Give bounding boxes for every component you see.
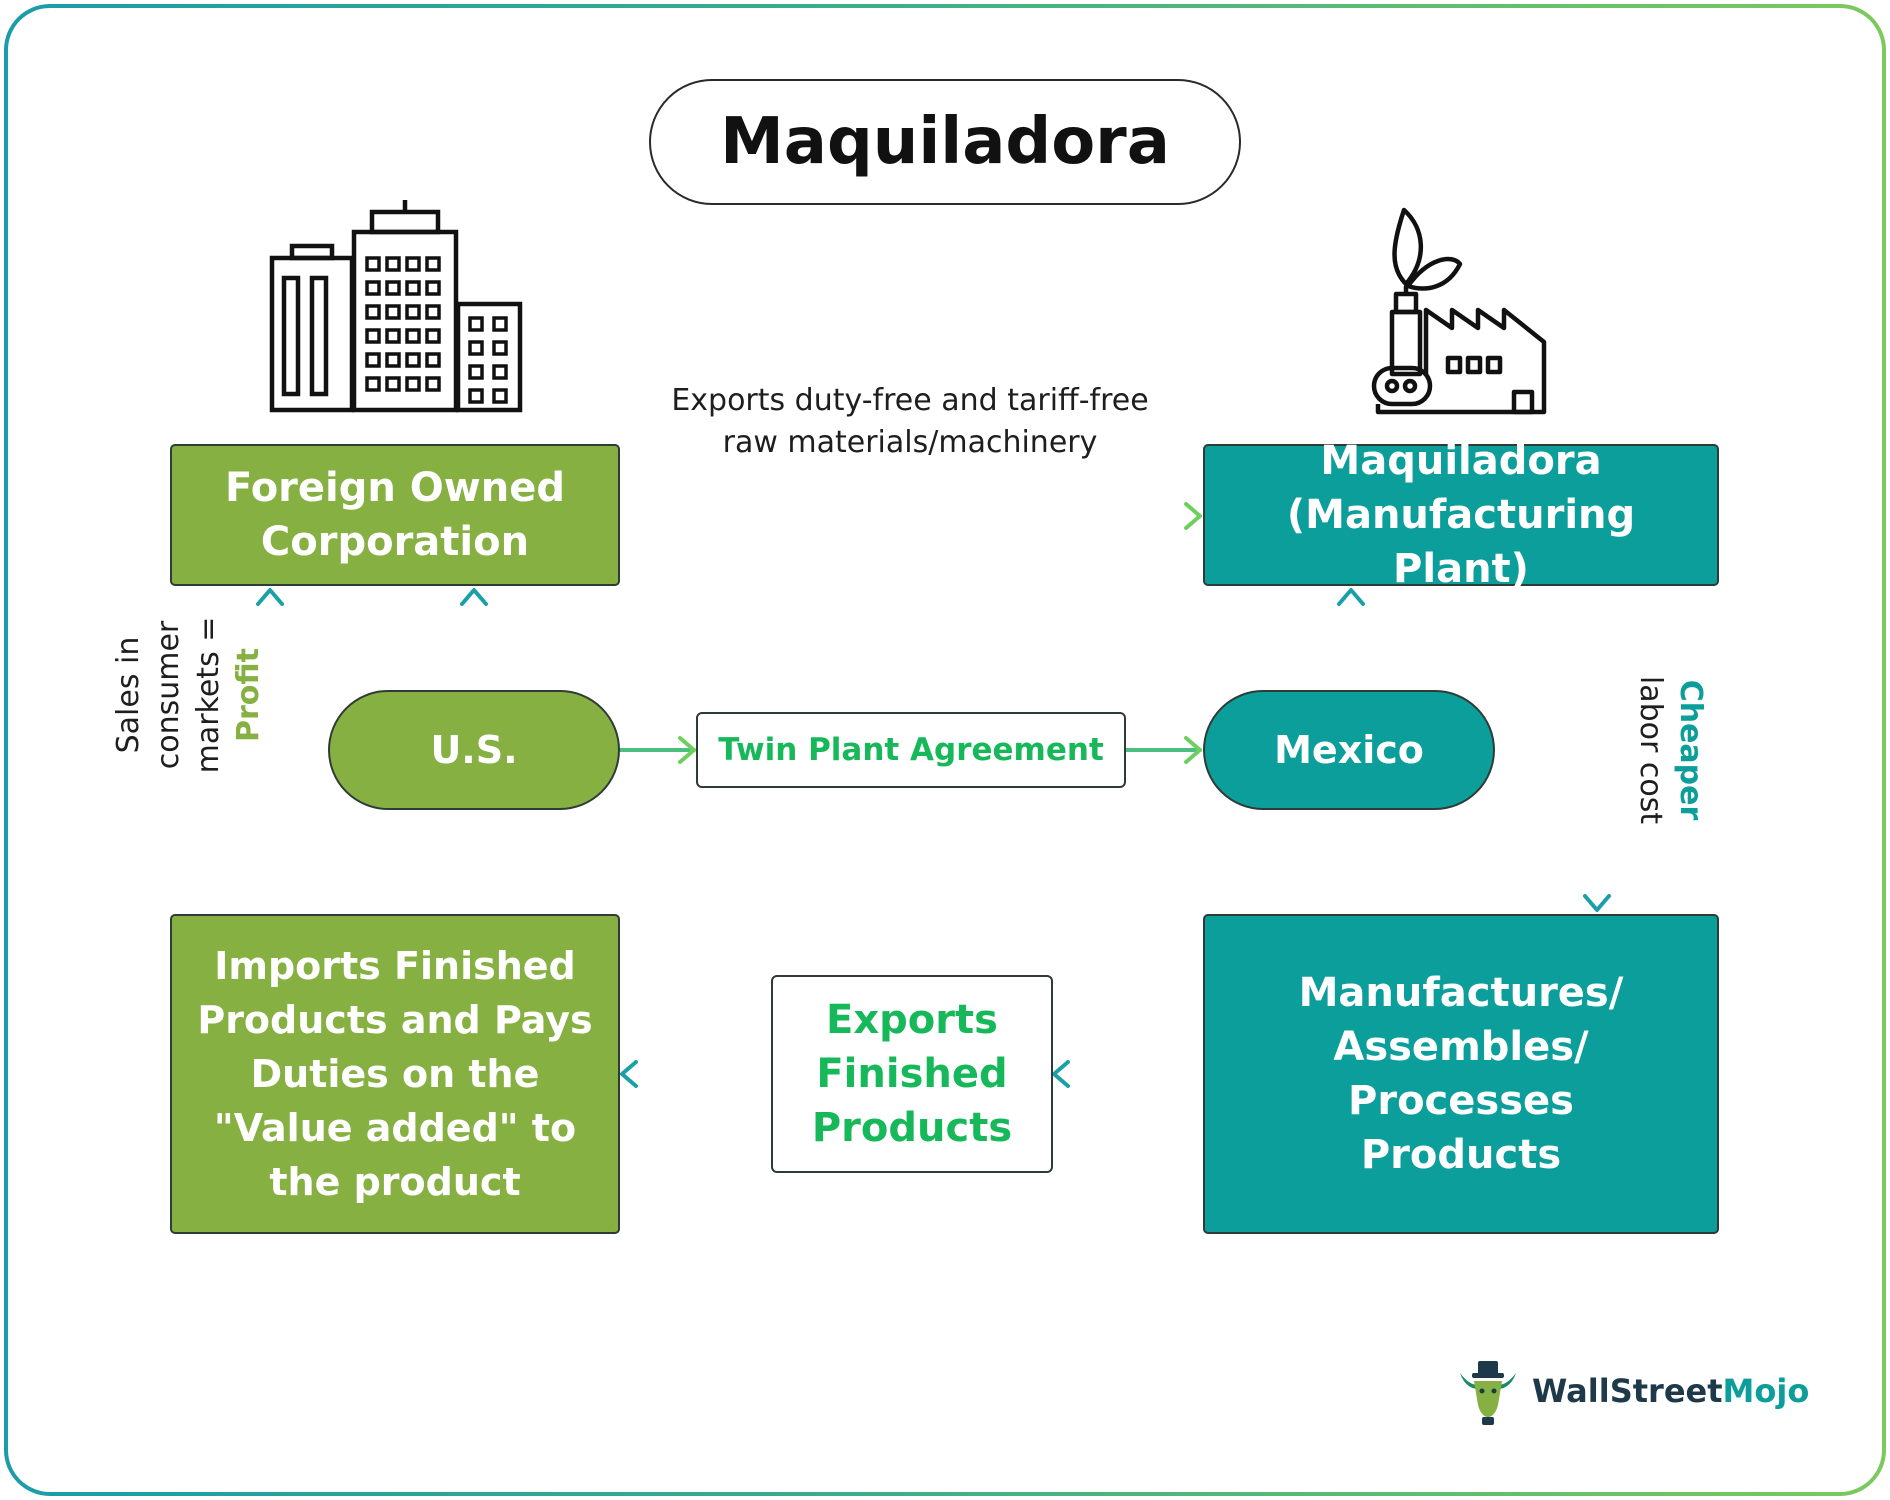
exports-finished-label: Exports Finished Products	[811, 997, 1013, 1151]
sales-profit-label: Sales in consumer markets = Profit	[109, 585, 266, 805]
us-node: U.S.	[328, 690, 620, 810]
maquiladora-plant-box: Maquiladora (Manufacturing Plant)	[1203, 438, 1719, 592]
bull-logo-icon	[1460, 1361, 1516, 1425]
twin-plant-label: Twin Plant Agreement	[718, 732, 1104, 768]
logo-part2: Mojo	[1722, 1372, 1810, 1410]
diagram-title: Maquiladora	[649, 79, 1241, 205]
wallstreetmojo-logo: WallStreetMojo	[1452, 1356, 1812, 1426]
manufactures-box: Manufactures/ Assembles/ Processes Produ…	[1203, 914, 1719, 1234]
mexico-node: Mexico	[1203, 690, 1495, 810]
exports-finished-box: Exports Finished Products	[771, 975, 1053, 1173]
profit-text: Profit	[231, 648, 266, 742]
logo-wordmark: WallStreetMojo	[1532, 1372, 1809, 1410]
us-label: U.S.	[430, 728, 518, 772]
exports-duty-free-label: Exports duty-free and tariff-free raw ma…	[671, 383, 1149, 460]
office-buildings-icon	[269, 200, 523, 413]
factory-icon	[1371, 207, 1547, 415]
maquiladora-plant-label: Maquiladora (Manufacturing Plant)	[1286, 438, 1636, 592]
cheaper-text: Cheaper	[1673, 679, 1708, 821]
twin-plant-box: Twin Plant Agreement	[696, 712, 1126, 788]
imports-label: Imports Finished Products and Pays Dutie…	[197, 944, 593, 1204]
logo-part1: WallStreet	[1532, 1372, 1723, 1410]
sales-text: Sales in consumer markets =	[111, 616, 226, 774]
mexico-label: Mexico	[1274, 728, 1424, 772]
manufactures-label: Manufactures/ Assembles/ Processes Produ…	[1298, 970, 1624, 1178]
imports-box: Imports Finished Products and Pays Dutie…	[170, 914, 620, 1234]
foreign-corp-box: Foreign Owned Corporation	[170, 444, 620, 586]
cheaper-labor-label: Cheaper labor cost	[1630, 640, 1710, 860]
labor-cost-text: labor cost	[1633, 675, 1668, 825]
foreign-corp-label: Foreign Owned Corporation	[225, 465, 565, 565]
